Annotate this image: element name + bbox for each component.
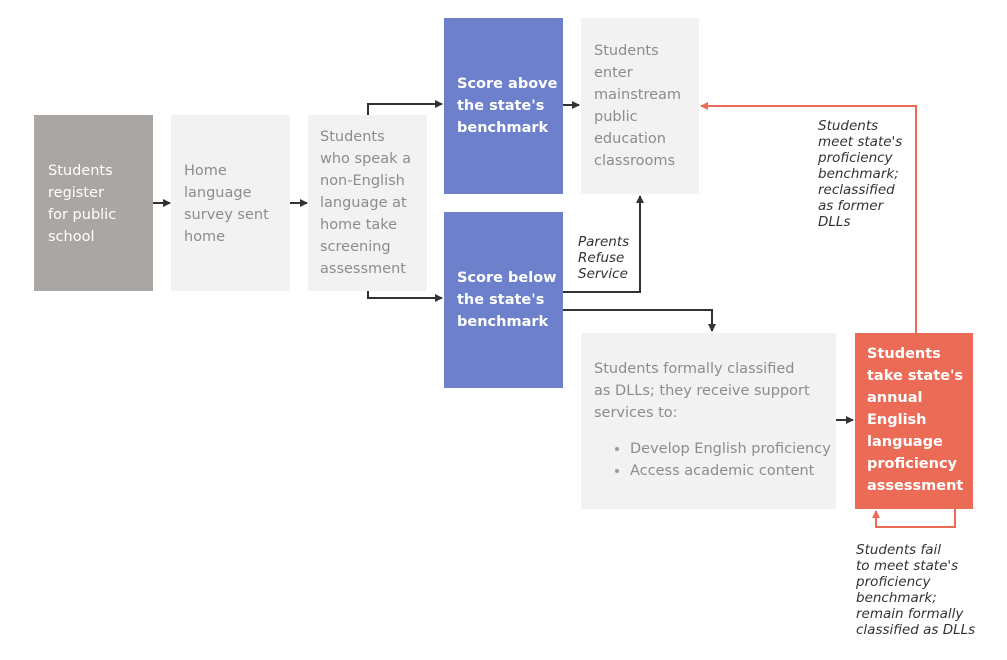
label-reclassified: Students meet state's proficiency benchm… — [818, 118, 903, 230]
node-survey-text: Home language survey sent home — [184, 163, 269, 245]
arrow-annual-loop — [872, 509, 956, 528]
node-survey: Home language survey sent home — [171, 115, 290, 291]
node-register-text: Students register for public school — [48, 163, 117, 245]
label-remain-dll: Students fail to meet state's proficienc… — [856, 542, 976, 638]
node-screening: Students who speak a non-English languag… — [308, 115, 427, 291]
node-score-below: Score below the state's benchmark — [444, 212, 563, 388]
label-parents-refuse: Parents Refuse Service — [578, 234, 630, 282]
node-dll-services: Students formally classified as DLLs; th… — [581, 333, 836, 509]
arrow-parents-refuse — [563, 195, 644, 293]
arrow-screening-to-above — [367, 100, 443, 115]
node-mainstream: Students enter mainstream public educati… — [581, 18, 699, 194]
node-screening-text: Students who speak a non-English languag… — [320, 129, 411, 277]
arrow-annual-to-mainstream — [700, 102, 917, 333]
node-annual-assessment-text: Students take state's annual English lan… — [867, 346, 964, 494]
dll-bullet-item: Develop English proficiency — [630, 438, 836, 460]
arrow-below-to-dll — [563, 309, 716, 332]
node-score-below-text: Score below the state's benchmark — [457, 270, 557, 330]
node-register: Students register for public school — [34, 115, 153, 291]
node-mainstream-text: Students enter mainstream public educati… — [594, 43, 682, 169]
arrow-screening-to-below — [367, 290, 443, 302]
dll-bullet-list: Develop English proficiency Access acade… — [594, 438, 836, 482]
node-annual-assessment: Students take state's annual English lan… — [855, 333, 973, 509]
node-score-above: Score above the state's benchmark — [444, 18, 563, 194]
dll-bullet-item: Access academic content — [630, 460, 836, 482]
node-score-above-text: Score above the state's benchmark — [457, 76, 558, 136]
node-dll-intro: Students formally classified as DLLs; th… — [594, 361, 810, 421]
